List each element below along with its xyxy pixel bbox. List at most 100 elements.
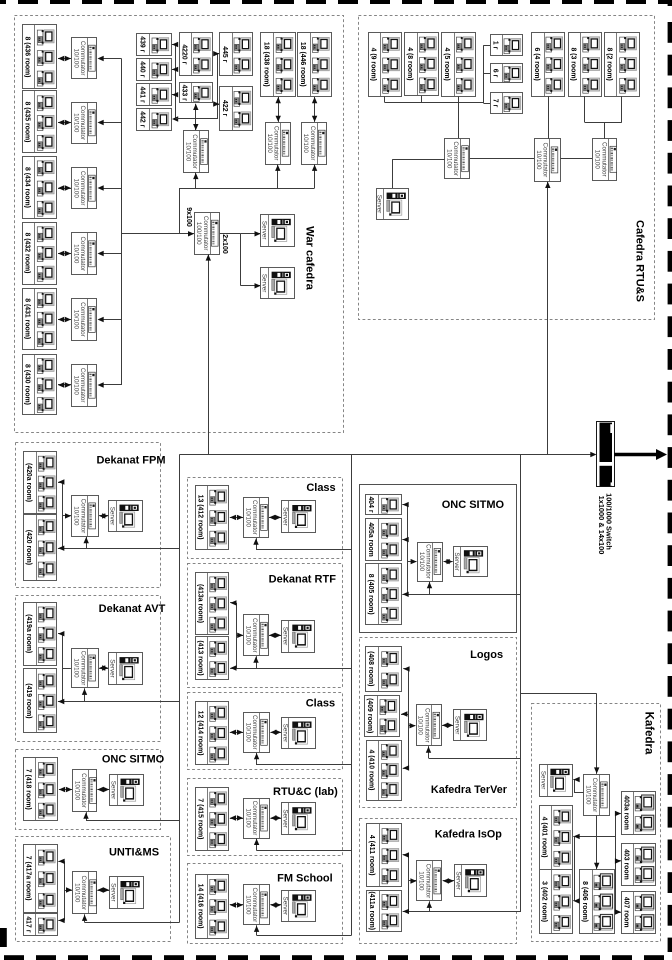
svg-text:4 (401 room): 4 (401 room) (541, 817, 548, 858)
svg-text:(420a room): (420a room) (25, 463, 32, 502)
svg-text:10/100: 10/100 (72, 179, 79, 199)
svg-text:4 (5 room): 4 (5 room) (443, 47, 450, 80)
svg-text:Server: Server (540, 771, 547, 790)
svg-text:Kafedra TerVer: Kafedra TerVer (431, 784, 508, 796)
svg-text:Commutator: Commutator (542, 143, 549, 178)
svg-text:(411a room): (411a room) (368, 891, 375, 930)
svg-text:(408 room): (408 room) (367, 651, 374, 686)
svg-text:Class: Class (306, 698, 335, 710)
svg-text:Commutator: Commutator (79, 368, 86, 403)
svg-text:Commutator: Commutator (251, 801, 258, 836)
svg-text:Server: Server (453, 716, 460, 735)
svg-text:10/100: 10/100 (244, 808, 251, 828)
svg-text:10/100: 10/100 (244, 895, 251, 915)
svg-text:Server: Server (110, 781, 117, 800)
svg-text:Commutator: Commutator (251, 500, 258, 535)
svg-text:7 (415 room): 7 (415 room) (196, 798, 203, 839)
svg-text:Commutator: Commutator (601, 142, 608, 177)
svg-text:404 г: 404 г (367, 496, 374, 512)
svg-text:10/100: 10/100 (184, 142, 191, 162)
svg-text:Commutator: Commutator (79, 41, 86, 76)
svg-text:8 (432 room): 8 (432 room) (23, 233, 30, 274)
svg-text:100/100: 100/100 (195, 222, 202, 245)
svg-text:(413 room): (413 room) (196, 640, 203, 675)
svg-text:(413a room): (413a room) (196, 584, 203, 623)
svg-text:10/100: 10/100 (73, 506, 80, 526)
svg-text:7 г: 7 г (491, 99, 498, 108)
svg-text:6 (4 room): 6 (4 room) (533, 47, 540, 80)
svg-text:10/100: 10/100 (417, 716, 424, 736)
svg-text:442 г: 442 г (138, 111, 145, 127)
svg-text:RTU&C (lab): RTU&C (lab) (273, 786, 338, 798)
svg-text:Server: Server (261, 274, 268, 293)
svg-text:10/100: 10/100 (72, 49, 79, 69)
svg-text:Commutator: Commutator (591, 778, 598, 813)
svg-text:Server: Server (109, 507, 116, 526)
svg-text:Server: Server (109, 659, 116, 678)
svg-text:Server: Server (454, 871, 461, 890)
svg-text:Commutator: Commutator (309, 126, 316, 161)
svg-text:10/100: 10/100 (72, 113, 79, 133)
svg-text:10/100: 10/100 (445, 149, 452, 169)
svg-text:Server: Server (281, 809, 288, 828)
svg-text:10/100: 10/100 (594, 150, 601, 170)
svg-text:10/100: 10/100 (302, 134, 309, 154)
svg-text:407 room: 407 room (623, 897, 630, 928)
svg-text:4 (9 room): 4 (9 room) (369, 48, 376, 81)
svg-text:Class: Class (306, 482, 335, 494)
svg-text:10/100: 10/100 (418, 871, 425, 891)
svg-text:417 г: 417 г (24, 916, 31, 932)
svg-text:Commutator: Commutator (251, 888, 258, 923)
svg-text:403 room: 403 room (623, 849, 630, 880)
svg-text:Commutator: Commutator (80, 875, 87, 910)
svg-text:Server: Server (281, 724, 288, 743)
svg-text:422 г: 422 г (221, 100, 228, 116)
svg-text:100/1000 Switch: 100/1000 Switch (605, 493, 614, 550)
svg-text:1 г: 1 г (491, 41, 498, 50)
svg-text:10/100: 10/100 (244, 723, 251, 743)
svg-text:Server: Server (281, 897, 288, 916)
svg-text:4 (410 room): 4 (410 room) (367, 750, 374, 791)
svg-text:7 (418 room): 7 (418 room) (24, 769, 31, 810)
svg-text:(420 room): (420 room) (25, 530, 32, 565)
svg-text:Commutator: Commutator (79, 105, 86, 140)
svg-text:Commutator: Commutator (251, 715, 258, 750)
svg-text:Server: Server (453, 552, 460, 571)
svg-text:3 (402 room): 3 (402 room) (541, 881, 548, 922)
svg-text:Commutator: Commutator (79, 651, 86, 686)
svg-text:Dekanat FPM: Dekanat FPM (96, 455, 165, 467)
svg-text:405a room: 405a room (367, 522, 374, 556)
svg-text:Commutator: Commutator (452, 141, 459, 176)
svg-text:4220 г: 4220 г (181, 44, 188, 64)
svg-text:8 (436 room): 8 (436 room) (23, 37, 30, 78)
svg-text:8 (406 room): 8 (406 room) (581, 881, 588, 922)
svg-text:Logos: Logos (470, 649, 503, 661)
svg-text:Commutator: Commutator (79, 302, 86, 337)
svg-text:7 (417a room): 7 (417a room) (24, 856, 31, 901)
svg-text:Server: Server (281, 507, 288, 526)
svg-text:445 г: 445 г (221, 46, 228, 62)
svg-text:6 г: 6 г (491, 69, 498, 78)
svg-text:4 (411 room): 4 (411 room) (368, 835, 375, 876)
svg-text:Kafedra: Kafedra (642, 712, 654, 755)
svg-text:10/100: 10/100 (535, 150, 542, 170)
svg-text:8 (2 room): 8 (2 room) (606, 47, 613, 80)
svg-text:8 (435 room): 8 (435 room) (23, 102, 30, 143)
svg-text:Commutator: Commutator (79, 236, 86, 271)
svg-text:Commutator: Commutator (80, 773, 87, 808)
svg-text:Commutator: Commutator (424, 864, 431, 899)
svg-text:Cafedra RTU&S: Cafedra RTU&S (634, 220, 646, 302)
svg-text:Server: Server (261, 221, 268, 240)
svg-text:Commutator: Commutator (251, 618, 258, 653)
svg-text:8 (430 room): 8 (430 room) (23, 364, 30, 405)
svg-text:2x100: 2x100 (221, 234, 228, 254)
svg-text:9x100: 9x100 (185, 207, 192, 227)
svg-text:8 (434 room): 8 (434 room) (23, 167, 30, 208)
svg-text:ONC SITMO: ONC SITMO (442, 499, 505, 511)
svg-text:(419 room): (419 room) (25, 683, 32, 718)
svg-text:Commutator: Commutator (79, 171, 86, 206)
svg-text:10/100: 10/100 (266, 134, 273, 154)
svg-text:14 (416 room): 14 (416 room) (196, 884, 203, 929)
svg-text:10/100: 10/100 (418, 552, 425, 572)
svg-text:ONC SITMO: ONC SITMO (102, 754, 165, 766)
